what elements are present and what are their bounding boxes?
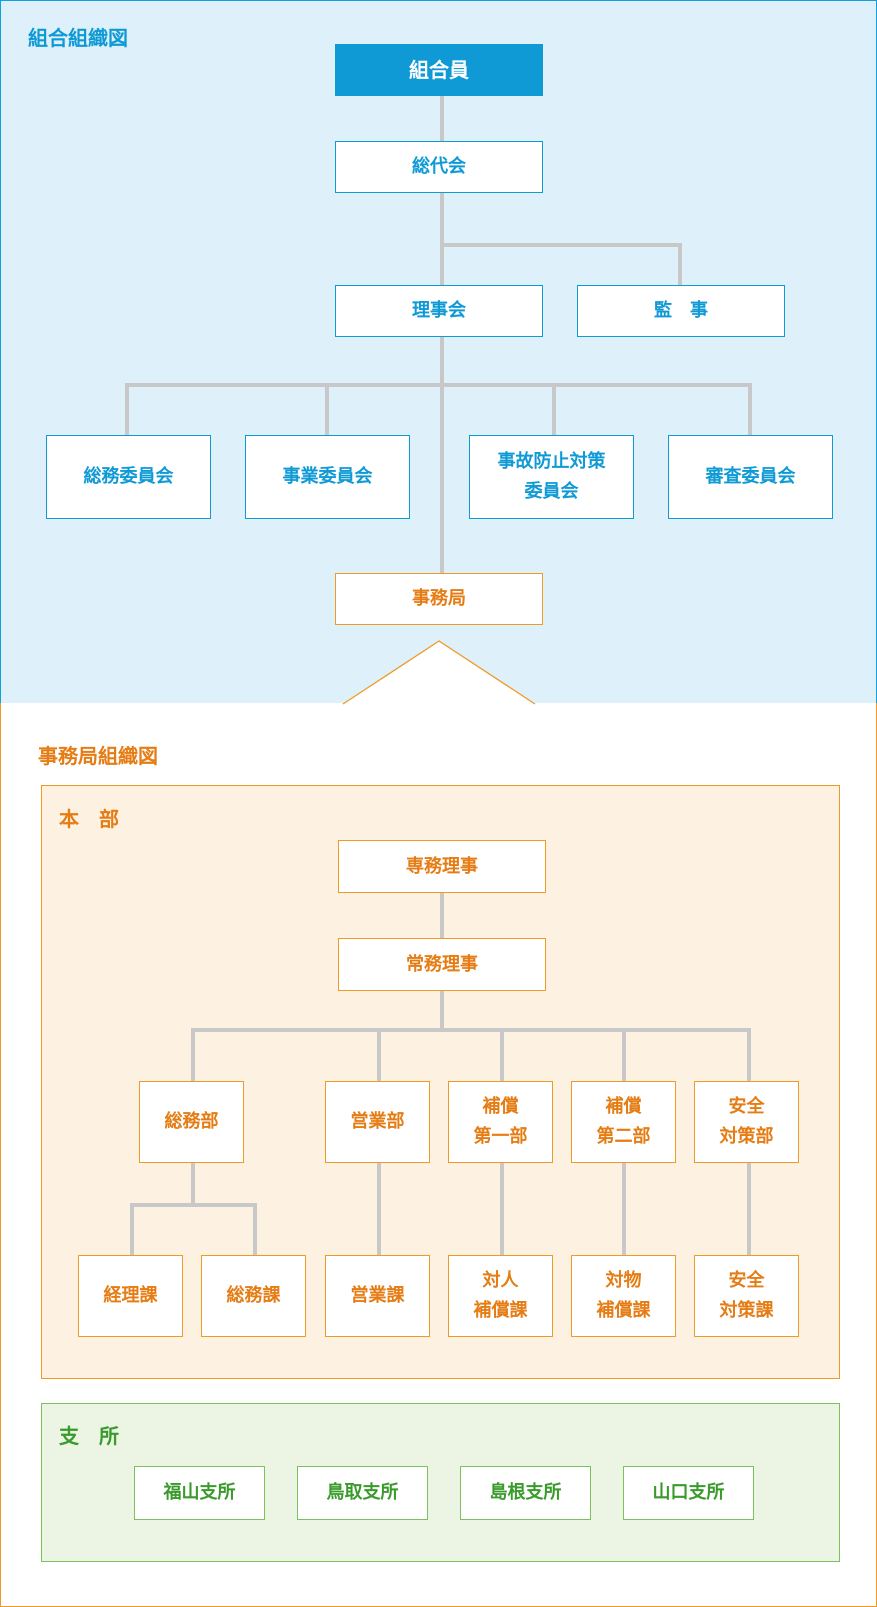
connector-line — [500, 1163, 504, 1256]
connector-line — [125, 383, 752, 387]
connector-line — [191, 1028, 751, 1032]
committee-review-node: 審査委員会 — [668, 435, 833, 519]
secretariat-node: 事務局 — [335, 573, 543, 625]
secretariat-chart-title: 事務局組織図 — [38, 744, 158, 768]
section-general-affairs-node: 総務課 — [201, 1255, 306, 1337]
connector-line — [678, 243, 682, 286]
connector-line — [747, 1028, 751, 1082]
connector-line — [440, 991, 444, 1031]
connector-line — [440, 193, 444, 286]
executive-director-node: 専務理事 — [338, 840, 546, 893]
branch-shimane-node: 島根支所 — [460, 1466, 591, 1520]
department-sales-node: 営業部 — [325, 1081, 430, 1163]
connector-line — [377, 1163, 381, 1256]
department-safety-node: 安全 対策部 — [694, 1081, 799, 1163]
committee-accident-prevention-node: 事故防止対策 委員会 — [469, 435, 634, 519]
union-chart-title: 組合組織図 — [28, 26, 128, 50]
connector-line — [125, 383, 129, 435]
department-compensation-1-node: 補償 第一部 — [448, 1081, 553, 1163]
auditor-node: 監 事 — [577, 285, 785, 337]
connector-line — [747, 1163, 751, 1256]
section-safety-node: 安全 対策課 — [694, 1255, 799, 1337]
connector-line — [253, 1203, 257, 1256]
connector-line — [440, 337, 444, 574]
connector-line — [440, 243, 682, 247]
section-personal-compensation-node: 対人 補償課 — [448, 1255, 553, 1337]
connector-line — [191, 1163, 195, 1207]
branch-yamaguchi-node: 山口支所 — [623, 1466, 754, 1520]
general-assembly-node: 総代会 — [335, 141, 543, 193]
department-general-affairs-node: 総務部 — [139, 1081, 244, 1163]
connector-line — [440, 893, 444, 938]
section-accounting-node: 経理課 — [78, 1255, 183, 1337]
branch-tottori-node: 鳥取支所 — [297, 1466, 428, 1520]
connector-line — [748, 383, 752, 435]
connector-line — [622, 1163, 626, 1256]
board-node: 理事会 — [335, 285, 543, 337]
section-notch — [342, 640, 536, 705]
department-compensation-2-node: 補償 第二部 — [571, 1081, 676, 1163]
connector-line — [500, 1028, 504, 1082]
connector-line — [622, 1028, 626, 1082]
members-node: 組合員 — [335, 44, 543, 96]
connector-line — [325, 383, 329, 435]
section-property-compensation-node: 対物 補償課 — [571, 1255, 676, 1337]
connector-line — [130, 1203, 134, 1256]
committee-business-node: 事業委員会 — [245, 435, 410, 519]
section-sales-node: 営業課 — [325, 1255, 430, 1337]
branches-label: 支 所 — [59, 1424, 119, 1448]
branch-fukuyama-node: 福山支所 — [134, 1466, 265, 1520]
managing-director-node: 常務理事 — [338, 938, 546, 991]
connector-line — [130, 1203, 257, 1207]
committee-general-affairs-node: 総務委員会 — [46, 435, 211, 519]
headquarters-label: 本 部 — [59, 807, 119, 831]
connector-line — [440, 96, 444, 141]
connector-line — [191, 1028, 195, 1082]
connector-line — [377, 1028, 381, 1082]
connector-line — [552, 383, 556, 435]
